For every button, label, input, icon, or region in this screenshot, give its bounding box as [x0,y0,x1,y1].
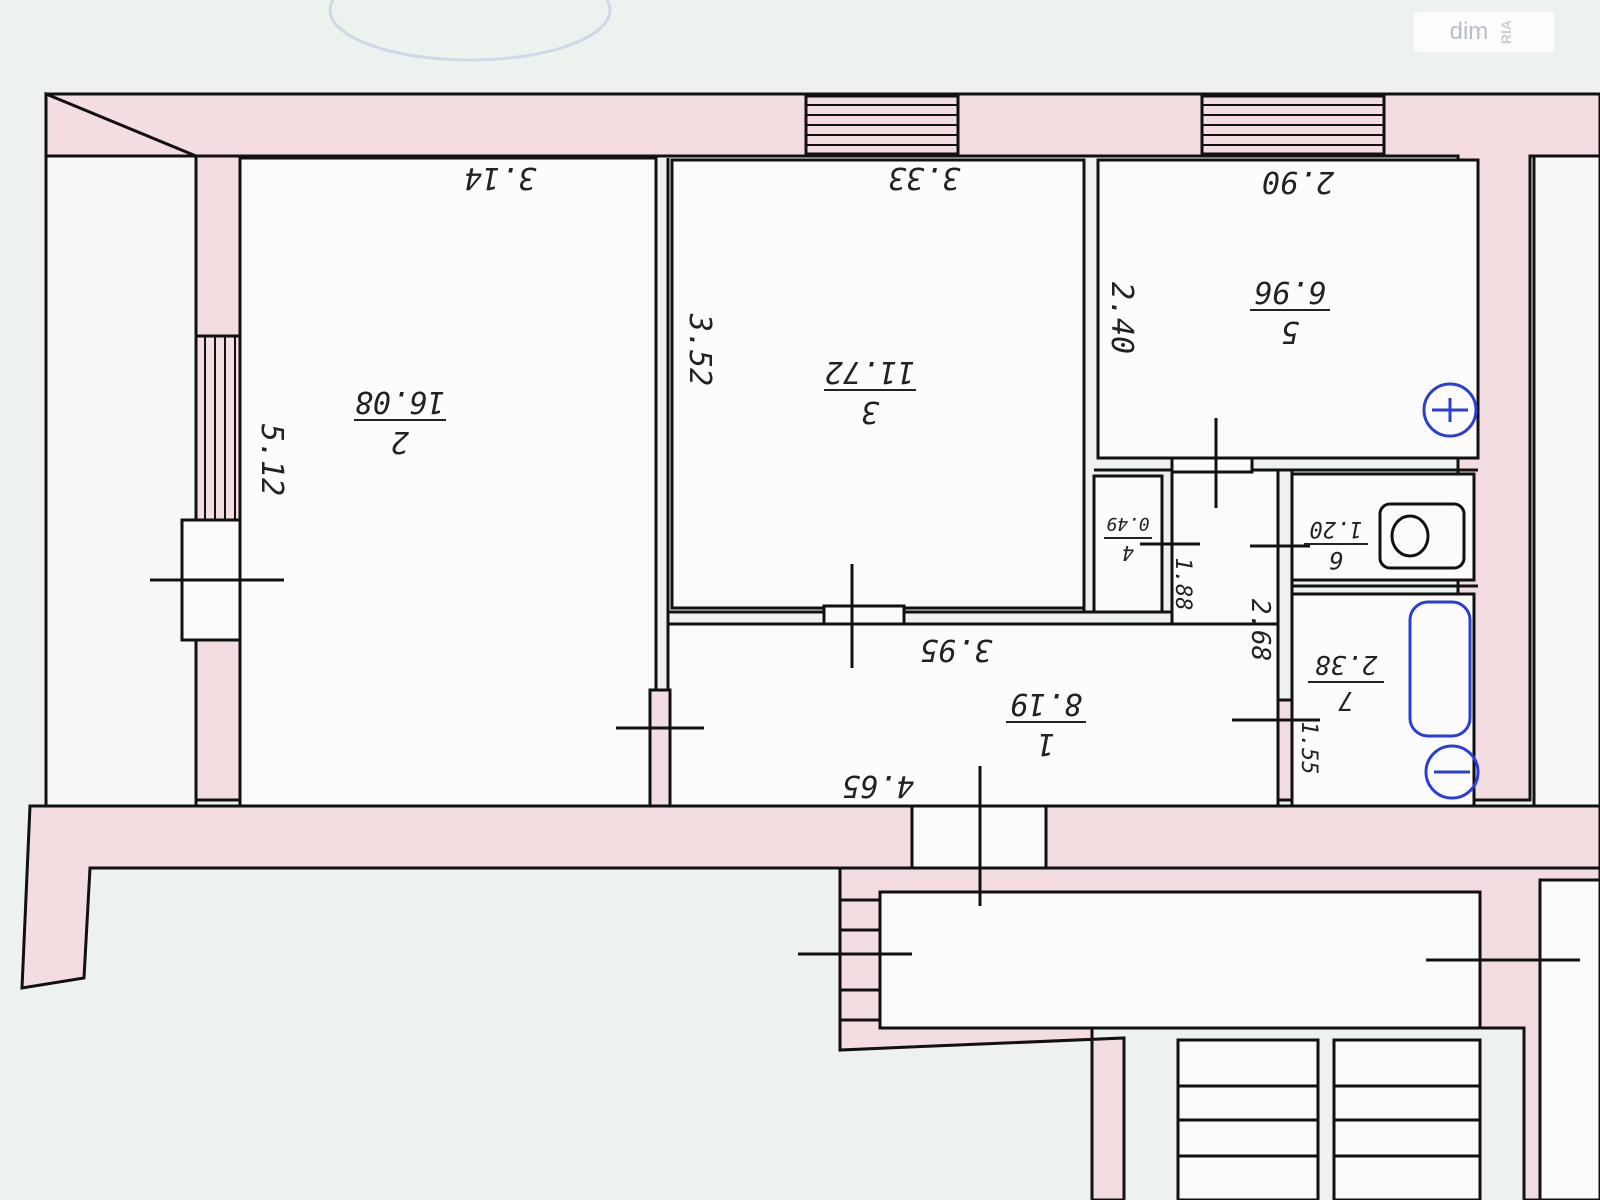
room-3 [670,158,1086,610]
corridor-wall [20,804,1600,990]
watermark-logo: dim RIA [1414,12,1554,52]
dim-hall-small: 1.88 [1170,558,1195,611]
room-2-number: 2 [391,424,409,459]
door-room1-room2 [648,688,672,808]
dim-room2-width: 3.14 [464,160,537,195]
room-7-area: 2.38 [1315,649,1378,679]
watermark-sub: RIA [1498,19,1515,45]
windows [194,94,1386,522]
room-label-2: 2 16.08 [354,384,446,459]
dim-room5-height: 2.40 [1104,282,1139,354]
window-left [194,334,242,522]
door-ticks [150,418,1580,962]
room-label-1: 1 8.19 [1006,686,1086,761]
dim-bath-height: 1.55 [1296,722,1321,775]
room-label-4: 4 0.49 [1104,513,1152,565]
room-label-7: 7 2.38 [1308,649,1384,715]
room-4-number: 4 [1122,541,1134,565]
window-top-1 [804,94,960,156]
room-6-area: 1.20 [1310,516,1363,541]
heater-icon [1422,382,1478,438]
room-2-area: 16.08 [355,384,445,419]
room-4-area: 0.49 [1106,513,1149,534]
room-6 [1290,472,1476,582]
rooms [44,154,1600,808]
stamp-mark [328,0,612,62]
fixtures [1408,382,1480,800]
door-room3 [822,604,906,626]
dim-room2-height: 5.12 [254,424,289,496]
dim-hall-height: 2.68 [1245,599,1275,662]
dim-room5-width: 2.90 [1262,164,1334,199]
door-bath [1276,698,1294,802]
dim-room1-width: 4.65 [842,768,914,803]
watermark-brand: dim [1449,18,1489,45]
top-wall [44,92,1600,802]
room-labels: 2 16.08 3 11.72 5 6.96 4 0.49 6 1.20 7 2… [354,274,1384,761]
room-1-number: 1 [1037,726,1055,761]
dim-room1-inner: 3.95 [920,632,993,667]
window-top-2 [1200,94,1386,156]
dim-room3-height: 3.52 [682,313,717,386]
bathtub-icon [1408,600,1472,738]
room-1-area: 8.19 [1010,686,1082,721]
dimension-labels: 3.14 3.33 2.90 3.52 2.40 5.12 3.95 4.65 … [254,160,1334,803]
room-2 [238,156,658,808]
room-left-outer [44,154,198,808]
room-right-outer [1532,154,1600,808]
room-5-number: 5 [1281,314,1299,349]
stair-area [838,866,1600,1200]
room-6-number: 6 [1329,546,1343,574]
room-3-number: 3 [861,394,880,429]
toilet-icon [1378,502,1466,570]
boiler-icon [1424,744,1480,800]
room-label-3: 3 11.72 [824,354,916,429]
room-7-number: 7 [1338,685,1354,715]
room-3-area: 11.72 [825,354,915,389]
dim-room3-width: 3.33 [888,160,961,195]
room-label-6: 6 1.20 [1304,516,1368,574]
room-label-5: 5 6.96 [1250,274,1330,349]
door-room5 [1170,456,1254,474]
room-5-area: 6.96 [1254,274,1326,309]
